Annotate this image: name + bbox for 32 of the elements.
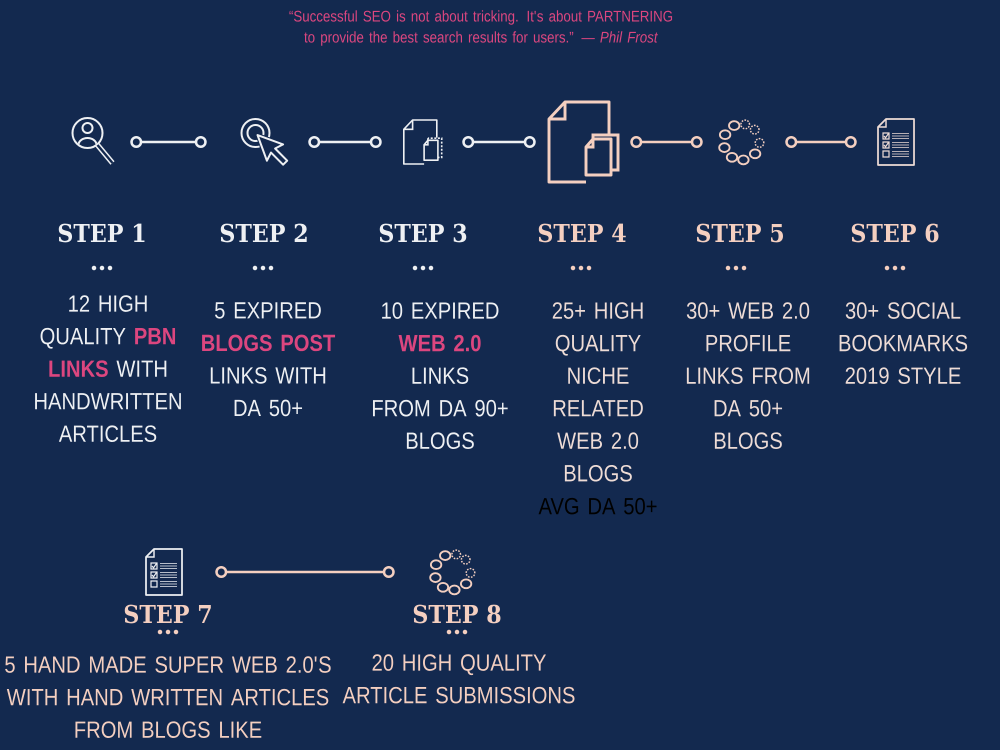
step-description: AVG DA 50+ [538,498,656,514]
step-title: STEP 8 [414,604,500,624]
connector [215,566,395,578]
loading-ring-icon [718,119,765,166]
step-description: 5 EXPIRED BLOGS POST LINKS WITH DA 50+ [202,302,336,416]
step-title: STEP 3 [380,224,466,242]
step-description: 5 HAND MADE SUPER WEB 2.0'S WITH HAND WRITTEN ARTICLES FROM BLOGS LIKE [5,656,331,738]
step-title: STEP 6 [852,224,938,242]
step-title: STEP 4 [538,224,626,242]
connector [130,136,207,148]
step-description: 30+ SOCIAL BOOKMARKS 2019 STYLE [840,302,968,384]
step-title: STEP 5 [696,224,783,242]
step-description: 20 HIGH QUALITY ARTICLE SUBMISSIONS [342,654,574,704]
step-description: 30+ WEB 2.0 PROFILE LINKS FROM DA 50+ BLOGS [686,302,810,450]
loading-ring-icon [429,549,476,596]
step-title: STEP 2 [220,224,307,242]
connector [785,136,857,148]
documents-icon [403,119,443,165]
cursor-click-icon [240,118,290,168]
step-description: 10 EXPIRED WEB 2.0 LINKS FROM DA 90+ BLOGS [373,302,508,450]
connector [630,136,703,148]
step-title: STEP 1 [58,224,144,242]
documents-icon [548,100,620,184]
connector [462,136,536,148]
checklist-icon [877,118,915,166]
step-description: 25+ HIGH QUALITY NICHE RELATED WEB 2.0 BLOGS [552,302,643,482]
quote-text: “Successful SEO is not about tricking. It's about PARTNERING to provide the best search results for users.” — Phil Frost [289,10,672,46]
checklist-icon [145,548,183,596]
user-search-icon [72,117,115,165]
step-title: STEP 7 [124,604,211,624]
step-description: 12 HIGH QUALITY PBN LINKS WITH HANDWRITTEN ARTICLES [35,295,181,442]
connector [308,136,382,148]
